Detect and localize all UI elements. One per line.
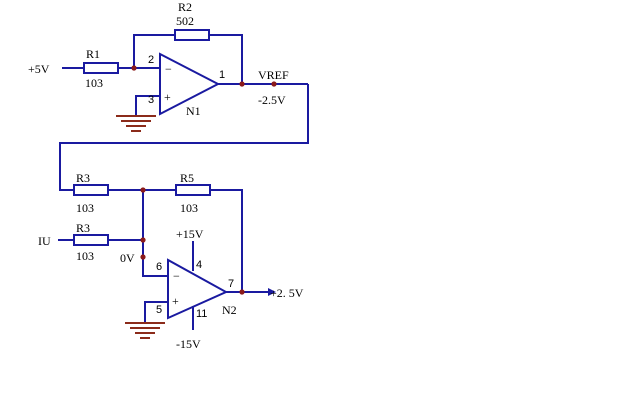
label-n2-pin4: 4: [196, 259, 202, 271]
label-r5-name: R5: [180, 171, 194, 185]
resistor-r3-top: [73, 184, 109, 196]
label-n2-pin7: 7: [228, 278, 234, 290]
label-n1-pin2: 2: [148, 54, 154, 66]
resistor-r1: [83, 62, 119, 74]
resistor-r5: [175, 184, 211, 196]
label-r3-top-name: R3: [76, 171, 90, 185]
label-r2-value: 502: [176, 14, 194, 28]
wire-feedback-left: [133, 34, 175, 68]
label-zero-volt: 0V: [120, 251, 135, 265]
label-n1-minus: −: [165, 62, 172, 76]
ground-symbol-n2: [125, 322, 165, 339]
label-r3-bottom-name: R3: [76, 221, 90, 235]
wire-n2-pin5: [144, 301, 168, 323]
label-output-voltage: +2. 5V: [270, 286, 304, 300]
label-n2-minus: −: [173, 269, 180, 283]
label-n2-pin6: 6: [156, 261, 162, 273]
junction-dot: [239, 289, 245, 295]
label-r3-top-value: 103: [76, 201, 94, 215]
opamp-n1: [159, 52, 221, 116]
label-vee: -15V: [176, 337, 201, 351]
label-r2-name: R2: [178, 0, 192, 14]
wire-feedback-right: [209, 34, 243, 84]
label-r3-bottom-value: 103: [76, 249, 94, 263]
junction-dot: [271, 81, 277, 87]
junction-dot: [131, 65, 137, 71]
wire-r5-to-output: [210, 189, 243, 292]
output-arrow-icon: [268, 288, 276, 296]
junction-dot: [239, 81, 245, 87]
resistor-r2: [174, 29, 210, 41]
label-vref: VREF: [258, 68, 289, 82]
wire-n1-pin3: [135, 95, 160, 116]
label-n2-pin11: 11: [196, 308, 207, 320]
label-n1-pin1: 1: [219, 69, 225, 81]
resistor-r3-bottom: [73, 234, 109, 246]
label-n1-plus: +: [164, 90, 171, 104]
label-n1: N1: [186, 104, 201, 118]
label-n2-plus: +: [172, 294, 179, 308]
label-n2: N2: [222, 303, 237, 317]
opamp-n2: [167, 258, 229, 320]
wire-vref-link: [59, 84, 309, 191]
junction-dot: [140, 187, 146, 193]
label-input-voltage: +5V: [28, 62, 50, 76]
label-n1-pin3: 3: [148, 94, 154, 106]
label-r1-name: R1: [86, 47, 100, 61]
junction-dot: [140, 254, 146, 260]
label-r1-value: 103: [85, 76, 103, 90]
label-vref-value: -2.5V: [258, 93, 286, 107]
label-r5-value: 103: [180, 201, 198, 215]
label-vcc: +15V: [176, 227, 204, 241]
ground-symbol-n1: [116, 115, 156, 132]
label-n2-pin5: 5: [156, 304, 162, 316]
junction-dot: [140, 237, 146, 243]
label-iu: IU: [38, 234, 51, 248]
wire-summing-node: [142, 190, 168, 277]
